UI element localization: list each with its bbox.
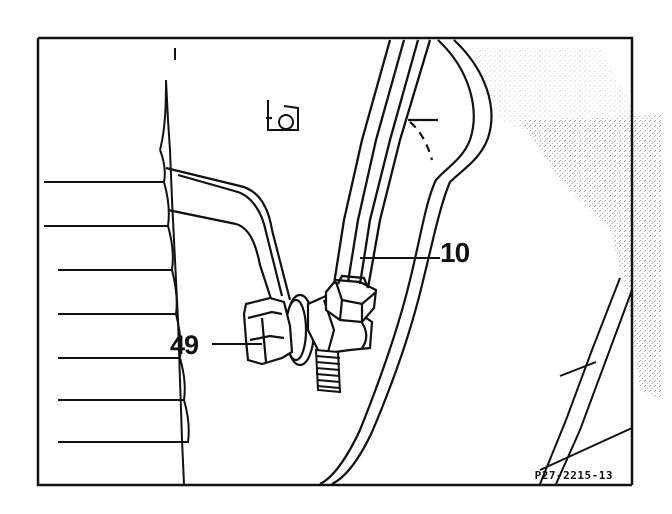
figure-code: P27-2215-13 [534,469,613,482]
tab-symbol [266,100,299,131]
rod-10 [332,39,432,289]
bolt-49 [242,293,316,367]
shaded-region-right [520,115,662,400]
shaded-region-top-right [470,48,640,150]
callout-label-49: 49 [170,330,199,360]
left-cylinder [44,48,190,485]
bracket-arm [165,166,292,303]
diagram-frame [36,36,634,487]
callout-label-10: 10 [440,237,470,268]
right-diagonal-edges [539,277,633,485]
union-nut-10 [324,278,378,324]
body-shell [319,39,493,485]
threaded-stud [314,348,342,394]
